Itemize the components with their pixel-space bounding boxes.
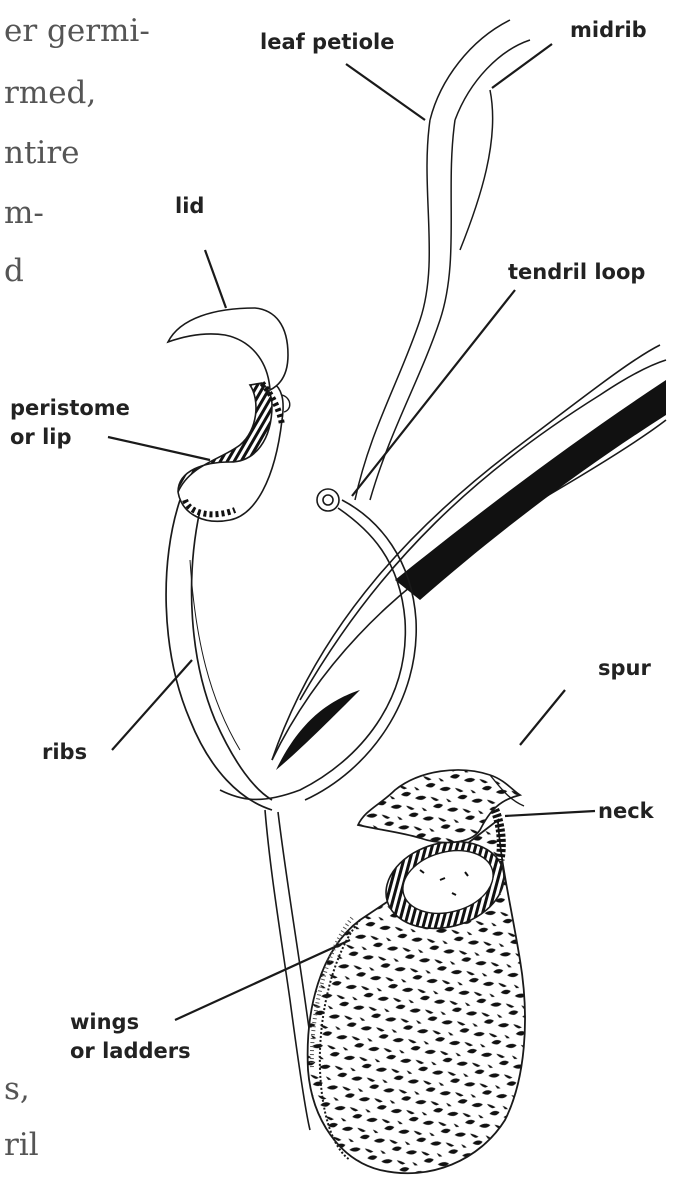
label-tendril-loop: tendril loop <box>508 258 645 287</box>
label-wings-line2: or ladders <box>70 1037 191 1066</box>
petiole <box>355 20 530 500</box>
leader-ribs <box>112 660 192 750</box>
upper-peristome <box>178 383 272 492</box>
leader-tendril-loop <box>352 290 515 496</box>
label-lid: lid <box>175 192 204 221</box>
leaf-dark-edge <box>395 380 666 600</box>
leader-lid <box>205 250 226 308</box>
upper-pitcher <box>166 500 272 810</box>
label-peristome-line2: or lip <box>10 423 130 452</box>
upper-lid <box>168 308 288 390</box>
label-midrib: midrib <box>570 16 647 45</box>
label-peristome: peristome or lip <box>10 394 130 452</box>
leader-neck <box>505 811 595 816</box>
label-spur: spur <box>598 654 651 683</box>
leader-spur <box>520 690 565 745</box>
leader-lines <box>108 44 595 1020</box>
label-wings-line1: wings <box>70 1008 191 1037</box>
label-peristome-line1: peristome <box>10 394 130 423</box>
label-wings: wings or ladders <box>70 1008 191 1066</box>
label-ribs: ribs <box>42 738 87 767</box>
label-neck: neck <box>598 797 654 826</box>
label-leaf-petiole: leaf petiole <box>260 28 394 57</box>
tendril <box>220 489 416 800</box>
leader-midrib <box>492 44 552 88</box>
leader-leaf-petiole <box>346 64 425 120</box>
